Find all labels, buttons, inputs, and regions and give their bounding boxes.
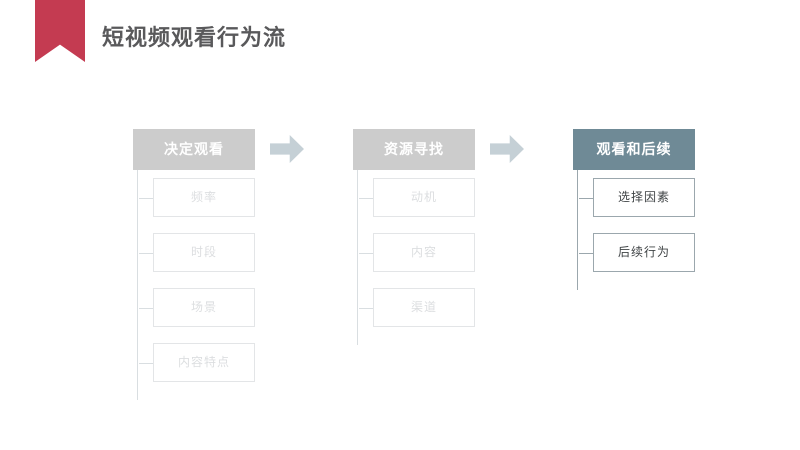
flow-stage-1-items: 频率 时段 场景 内容特点 [133,178,255,398]
list-item[interactable]: 后续行为 [579,233,695,272]
list-item[interactable]: 场景 [139,288,255,327]
flow-stage-2-header[interactable]: 资源寻找 [353,129,475,170]
list-item[interactable]: 选择因素 [579,178,695,217]
list-item[interactable]: 渠道 [359,288,475,327]
flow-stage-3-header[interactable]: 观看和后续 [573,129,695,170]
slide-header: 短视频观看行为流 [0,0,800,90]
list-item[interactable]: 内容 [359,233,475,272]
flow-stage-3-items: 选择因素 后续行为 [573,178,695,288]
flow-stage-1-trunk [137,170,138,400]
flow-stage-3: 观看和后续 选择因素 后续行为 [573,129,695,290]
list-item[interactable]: 频率 [139,178,255,217]
flow-stage-2-items: 动机 内容 渠道 [353,178,475,343]
list-item[interactable]: 时段 [139,233,255,272]
flow-stage-1: 决定观看 频率 时段 场景 内容特点 [133,129,255,400]
flow-stage-3-trunk [577,170,578,290]
list-item[interactable]: 动机 [359,178,475,217]
flow-stage-2-trunk [357,170,358,345]
flow-stage-2: 资源寻找 动机 内容 渠道 [353,129,475,345]
flow-stage-1-header[interactable]: 决定观看 [133,129,255,170]
list-item[interactable]: 内容特点 [139,343,255,382]
page-title: 短视频观看行为流 [102,25,287,50]
arrow-right-icon [270,135,304,163]
arrow-right-icon [490,135,524,163]
